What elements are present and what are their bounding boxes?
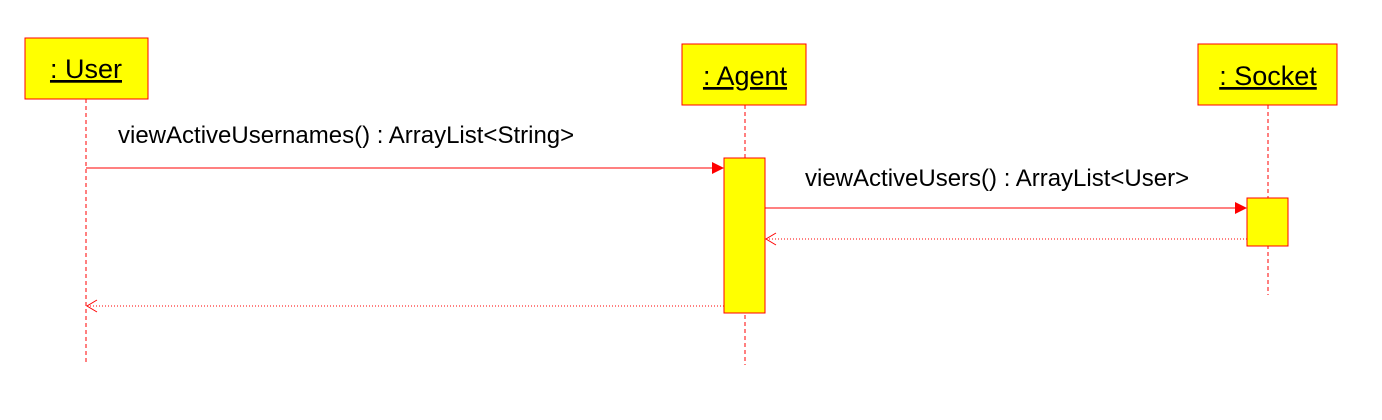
message-view-active-users[interactable]: viewActiveUsers() : ArrayList<User>: [765, 165, 1247, 214]
lifeline-socket-box: [1197, 43, 1338, 106]
lifeline-user-label: : User: [50, 54, 122, 84]
open-arrowhead-icon: [86, 299, 98, 313]
lifeline-socket-label: : Socket: [1219, 61, 1317, 91]
lifeline-socket[interactable]: : Socket: [1197, 43, 1338, 106]
return-socket-to-agent[interactable]: [765, 232, 1247, 246]
activation-bar-socket: [1246, 197, 1289, 247]
message-label: viewActiveUsernames() : ArrayList<String…: [118, 122, 574, 149]
lifeline-agent-box: [681, 43, 807, 106]
message-view-active-usernames[interactable]: viewActiveUsernames() : ArrayList<String…: [86, 122, 724, 174]
lifeline-agent-label: : Agent: [703, 61, 788, 91]
activation-bar-agent: [723, 157, 766, 314]
return-agent-to-user[interactable]: [86, 299, 724, 313]
lifeline-agent[interactable]: : Agent: [681, 43, 807, 106]
message-label: viewActiveUsers() : ArrayList<User>: [805, 165, 1189, 192]
lifeline-user-box: [24, 37, 149, 100]
lifeline-user[interactable]: : User: [24, 37, 149, 100]
filled-arrowhead-icon: [1235, 202, 1247, 214]
filled-arrowhead-icon: [712, 162, 724, 174]
open-arrowhead-icon: [765, 232, 777, 246]
